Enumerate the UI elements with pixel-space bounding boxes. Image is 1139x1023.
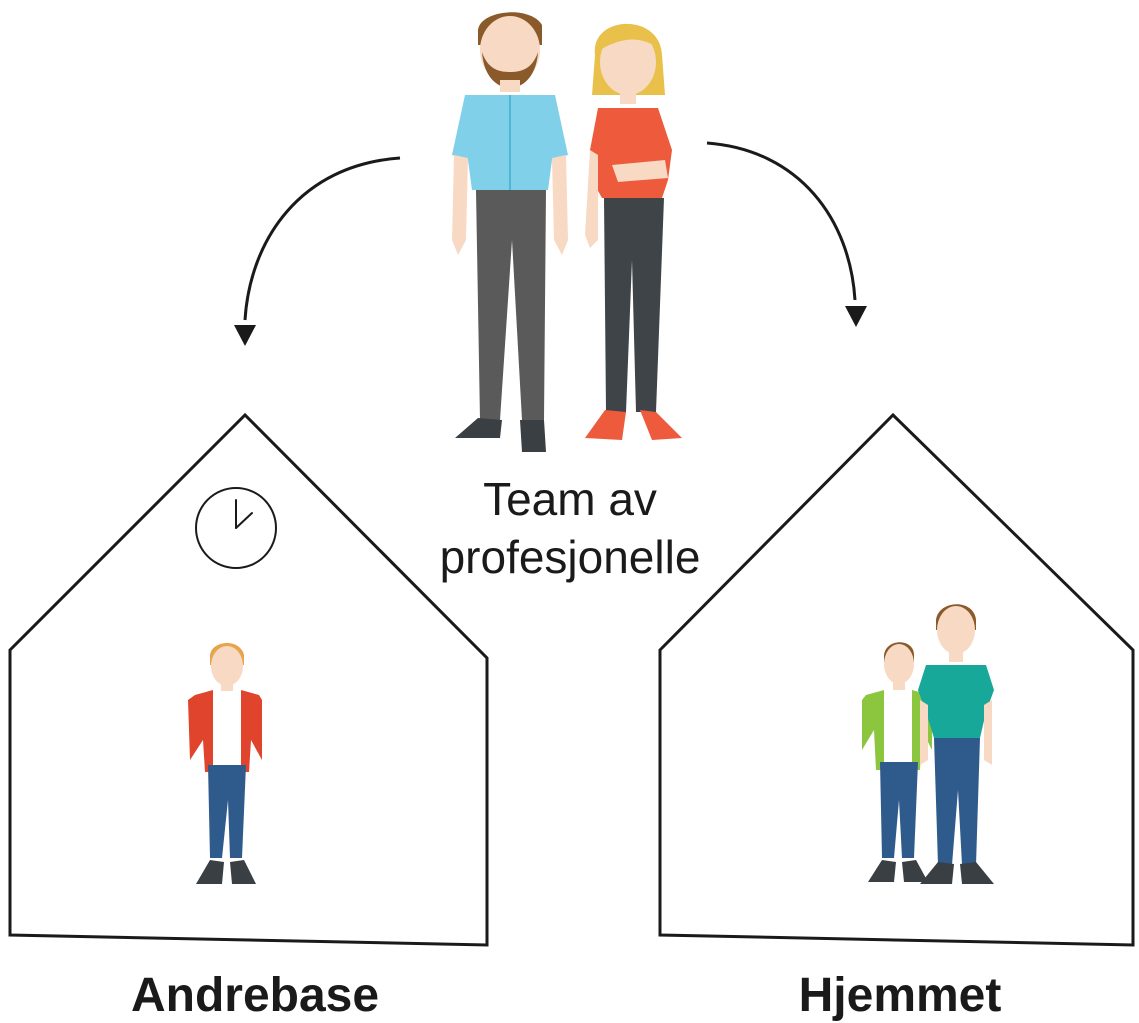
- arrow-to-right-house: [706, 141, 857, 301]
- clock-icon: [195, 487, 277, 569]
- team-label-line2: profesjonelle: [439, 531, 701, 583]
- right-house-caption: Hjemmet: [798, 969, 1002, 1022]
- children-right-house: [862, 604, 994, 884]
- arrow-to-left-head: [234, 325, 256, 346]
- right-house-outline: [658, 412, 1135, 947]
- child-left-house: [188, 642, 262, 884]
- team-label-line1: Team av: [483, 473, 657, 525]
- woman-professional: [585, 23, 682, 440]
- arrow-to-left-house: [243, 156, 401, 321]
- arrow-to-right-head: [845, 306, 867, 327]
- left-house-caption: Andrebase: [130, 969, 380, 1022]
- man-professional: [452, 12, 568, 452]
- left-house-outline: [8, 412, 489, 947]
